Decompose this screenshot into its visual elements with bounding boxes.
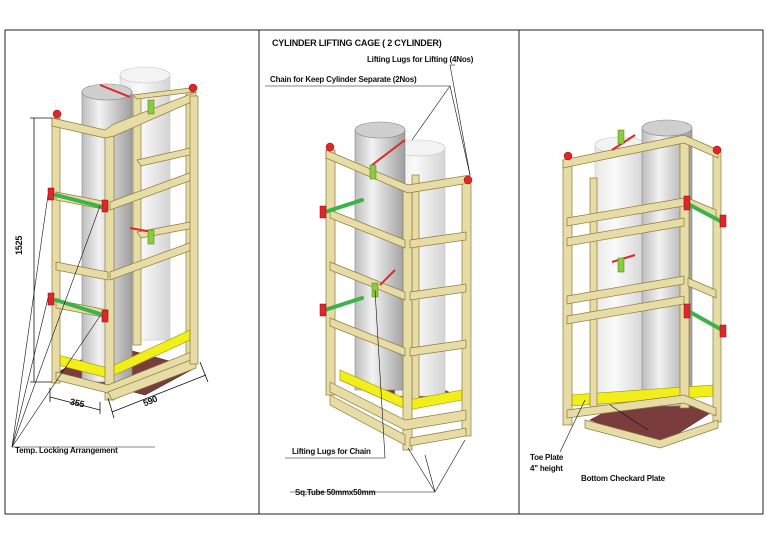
frame-front: [562, 134, 722, 449]
leader-lines: [265, 64, 471, 493]
frame-back: [411, 174, 420, 406]
frame-front: [51, 91, 199, 401]
callout-bottom-plate: Bottom Checkard Plate: [581, 474, 665, 483]
drawing-title: CYLINDER LIFTING CAGE ( 2 CYLINDER): [272, 38, 442, 48]
callout-lifting-lugs-chain: Lifting Lugs for Chain: [292, 447, 371, 456]
frame-front: [325, 149, 472, 451]
separator-chain: [54, 193, 108, 318]
sheet-border: [4, 29, 764, 515]
callout-temp-locking: Temp. Locking Arrangement: [15, 446, 118, 455]
callout-toe-plate: Toe Plate: [530, 453, 564, 462]
dimension-height: 1525: [14, 235, 24, 255]
cage-view-middle: [265, 64, 473, 493]
cage-view-right: [559, 119, 727, 453]
chain-lug: [617, 129, 625, 273]
lifting-lug: [47, 83, 198, 323]
lifting-lug: [319, 139, 473, 317]
separator-chain: [688, 203, 724, 332]
callout-toe-plate-height: 4" height: [530, 464, 563, 473]
callout-lifting-lugs-lifting: Lifting Lugs for Lifting (4Nos): [367, 55, 474, 64]
callout-sq-tube: Sq.Tube 50mmx50mm: [295, 488, 376, 497]
dimension-lines: [30, 117, 209, 419]
leader-lines: [11, 194, 155, 448]
callout-chain-separate: Chain for Keep Cylinder Separate (2Nos): [270, 75, 417, 84]
cage-view-left: [11, 66, 209, 448]
separator-chain: [323, 198, 364, 312]
leader-lines: [559, 399, 649, 453]
chain-lug: [147, 99, 155, 245]
